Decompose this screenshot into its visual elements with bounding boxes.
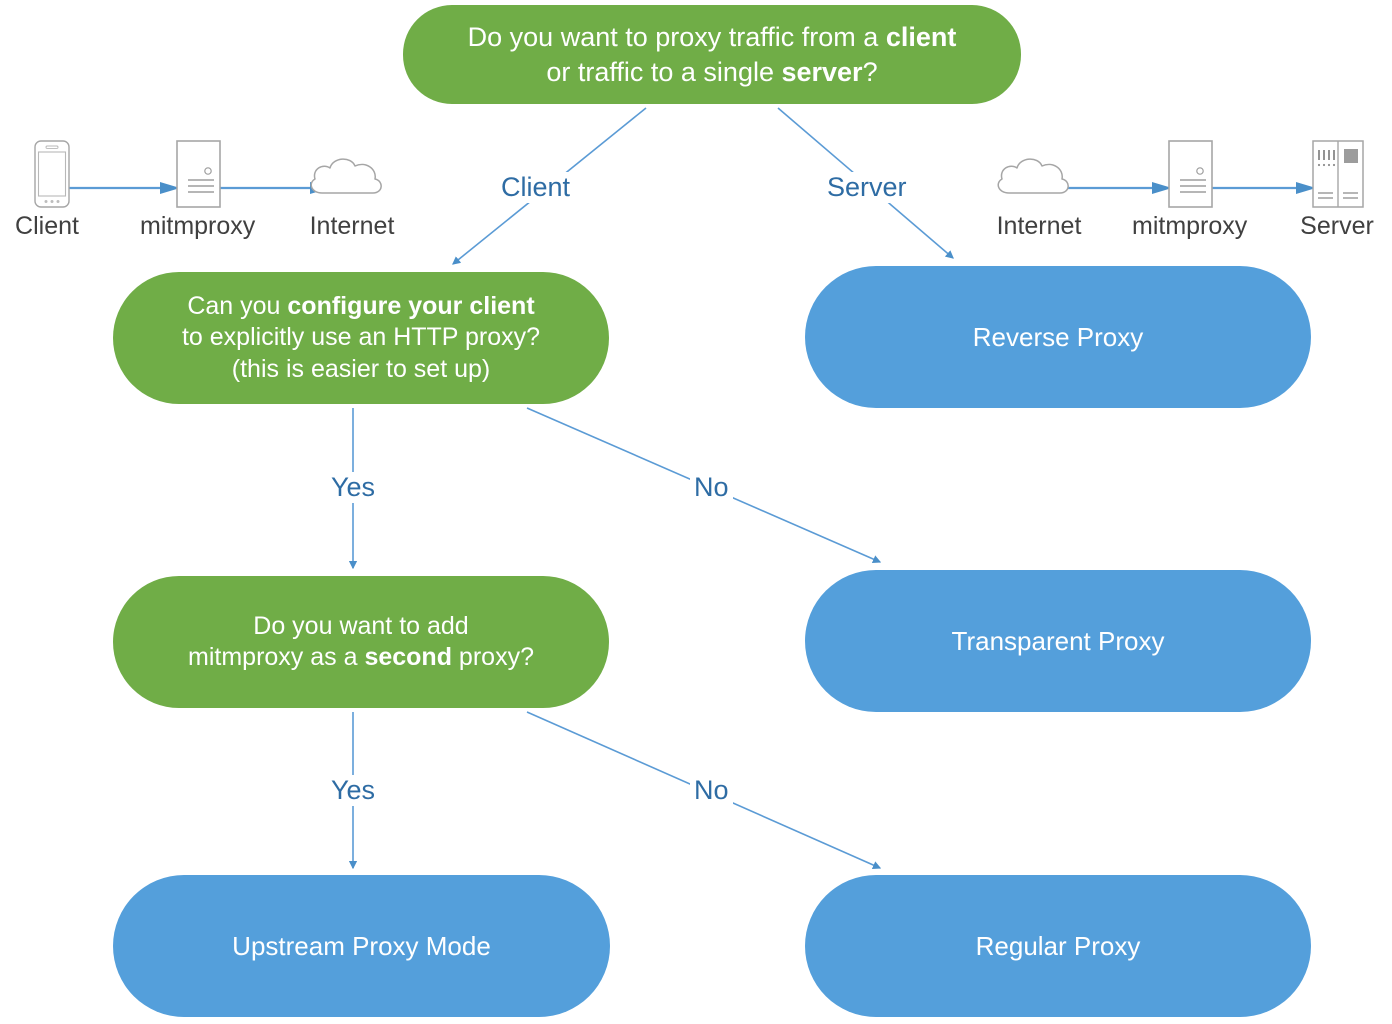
- phone-icon: [0, 138, 102, 210]
- server-rack-icon: [1282, 138, 1392, 210]
- icon-cell-mitmproxy: mitmproxy: [140, 138, 256, 241]
- node-root-question[interactable]: Do you want to proxy traffic from a clie…: [403, 5, 1021, 104]
- icon-caption-internet-right: Internet: [996, 212, 1082, 240]
- flow-arrow-client-to-mitmproxy: [68, 182, 180, 194]
- node-regular-proxy[interactable]: Regular Proxy: [805, 875, 1311, 1017]
- edge-label-server: Server: [823, 172, 911, 203]
- node-regular-proxy-label: Regular Proxy: [975, 930, 1141, 961]
- node-reverse-proxy[interactable]: Reverse Proxy: [805, 266, 1311, 408]
- client-to-internet-flow: Client mitmproxy Internet: [0, 138, 410, 248]
- cloud-icon: [297, 138, 407, 210]
- node-root-question-text: Do you want to proxy traffic from a clie…: [467, 22, 957, 87]
- edge-label-yes-second: Yes: [327, 775, 380, 806]
- icon-cell-internet-right: Internet: [984, 138, 1094, 241]
- document-proxy-icon: [140, 138, 250, 210]
- document-proxy-icon: [1132, 138, 1242, 210]
- edge-label-no-configure: No: [690, 472, 733, 503]
- edge-label-no-second: No: [690, 775, 733, 806]
- flow-arrow-internet-to-mitmproxy: [1060, 182, 1172, 194]
- icon-cell-server: Server: [1282, 138, 1392, 241]
- icon-caption-client: Client: [15, 212, 79, 240]
- icon-cell-mitmproxy-right: mitmproxy: [1132, 138, 1248, 241]
- cloud-icon: [984, 138, 1094, 210]
- icon-caption-server: Server: [1300, 212, 1374, 240]
- icon-caption-mitmproxy: mitmproxy: [140, 212, 256, 240]
- icon-caption-mitmproxy-right: mitmproxy: [1132, 212, 1248, 240]
- node-reverse-proxy-label: Reverse Proxy: [972, 321, 1144, 352]
- node-upstream-proxy-mode[interactable]: Upstream Proxy Mode: [113, 875, 610, 1017]
- icon-cell-client: Client: [0, 138, 102, 241]
- node-transparent-proxy-label: Transparent Proxy: [951, 625, 1165, 656]
- edge-label-client: Client: [497, 172, 575, 203]
- internet-to-server-flow: Internet mitmproxy: [982, 138, 1392, 248]
- flow-arrow-mitmproxy-to-server: [1210, 182, 1316, 194]
- icon-cell-internet: Internet: [297, 138, 407, 241]
- icon-caption-internet: Internet: [309, 212, 395, 240]
- node-transparent-proxy[interactable]: Transparent Proxy: [805, 570, 1311, 712]
- edge-label-yes-configure: Yes: [327, 472, 380, 503]
- node-upstream-proxy-mode-label: Upstream Proxy Mode: [232, 930, 491, 961]
